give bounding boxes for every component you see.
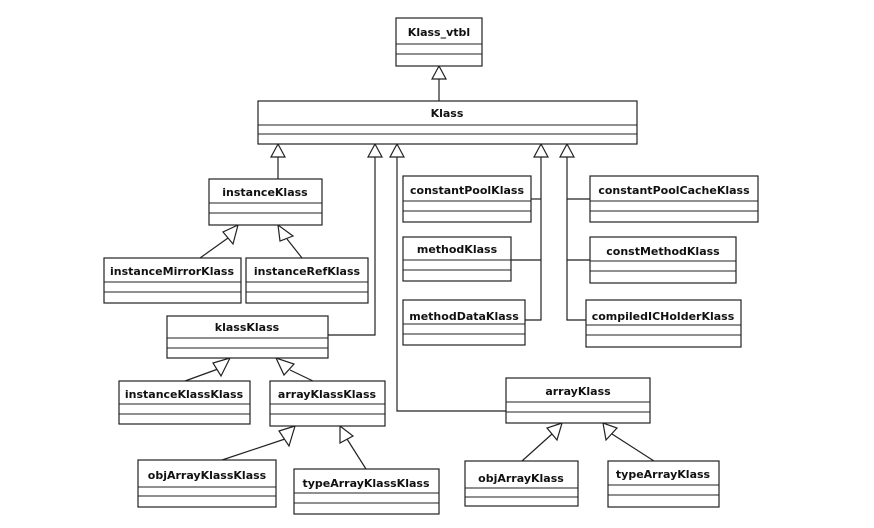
class-box-klass: Klass [257,100,638,145]
inheritance-edges [184,64,655,470]
edge-array-klass-klass-to-klass-klass [289,369,314,382]
edge-array-klass-to-klass [396,157,506,412]
generalization-arrowhead [269,142,287,158]
class-box-klass-klass: klassKlass [166,315,329,359]
class-box-method-klass: methodKlass [402,236,512,282]
class-name: constantPoolKlass [410,184,524,197]
class-boxes: Klass_vtbl Klass instanceKlass instanceM… [103,17,759,515]
edge-compiled-ic-holder-klass-to-klass [566,157,586,321]
class-box-method-data-klass: methodDataKlass [402,299,526,346]
class-name: typeArrayKlass [616,468,711,481]
generalization-arrowhead [430,64,448,80]
class-box-type-array-klass-klass: typeArrayKlassKlass [293,468,440,515]
edge-klass-klass-to-klass [328,157,376,336]
edge-obj-array-klass-to-array-klass [521,433,553,462]
class-name: objArrayKlassKlass [148,469,267,482]
class-box-instance-klass: instanceKlass [208,178,323,226]
edge-obj-array-klass-klass-to-array-klass-klass [221,438,286,461]
class-box-instance-ref-klass: instanceRefKlass [245,257,369,304]
class-name: Klass [431,107,464,120]
class-box-constant-pool-cache-klass: constantPoolCacheKlass [589,175,759,223]
generalization-arrowhead [545,422,563,442]
class-name: instanceMirrorKlass [110,265,234,278]
generalization-arrowhead [366,142,384,158]
class-name: constantPoolCacheKlass [598,184,750,197]
class-name: arrayKlass [545,385,611,398]
edge-instance-klass-klass-to-klass-klass [184,368,219,382]
generalization-arrowhead [558,142,576,158]
generalization-arrowhead [212,357,232,378]
class-name: arrayKlassKlass [278,388,377,401]
generalization-arrowhead [277,223,295,242]
class-box-instance-mirror-klass: instanceMirrorKlass [103,257,242,304]
edge-type-array-klass-to-array-klass [611,433,655,462]
class-name: typeArrayKlassKlass [302,477,429,490]
class-name: objArrayKlass [478,472,564,485]
class-name: methodDataKlass [409,310,519,323]
class-name: compiledICHolderKlass [592,310,735,323]
class-box-instance-klass-klass: instanceKlassKlass [118,380,251,425]
class-box-klass-vtbl: Klass_vtbl [395,17,483,67]
class-box-const-method-klass: constMethodKlass [589,236,737,284]
class-box-array-klass: arrayKlass [505,377,651,424]
class-box-array-klass-klass: arrayKlassKlass [269,380,386,427]
class-name: instanceRefKlass [254,265,361,278]
generalization-arrowhead [388,142,406,158]
class-name: instanceKlassKlass [125,388,244,401]
class-name: klassKlass [215,321,280,334]
class-name: methodKlass [417,243,498,256]
edge-type-array-klass-klass-to-array-klass-klass [346,438,367,470]
class-box-type-array-klass: typeArrayKlass [607,460,720,508]
generalization-arrowhead [339,424,355,445]
edge-method-data-klass-to-klass [525,157,542,321]
class-name: instanceKlass [222,186,308,199]
class-box-obj-array-klass-klass: objArrayKlassKlass [137,459,277,508]
class-name: Klass_vtbl [408,26,470,39]
class-name: constMethodKlass [606,245,720,258]
generalization-arrowhead [222,223,239,246]
generalization-arrowhead [602,422,619,442]
class-box-compiled-ic-holder-klass: compiledICHolderKlass [585,299,742,348]
class-box-obj-array-klass: objArrayKlass [464,460,579,507]
generalization-arrowhead [274,356,296,377]
generalization-arrowhead [532,142,550,158]
generalization-arrowhead [278,425,296,448]
class-box-constant-pool-klass: constantPoolKlass [402,175,532,223]
edge-instance-ref-klass-to-instance-klass [286,238,303,259]
edge-instance-mirror-klass-to-instance-klass [199,237,229,259]
